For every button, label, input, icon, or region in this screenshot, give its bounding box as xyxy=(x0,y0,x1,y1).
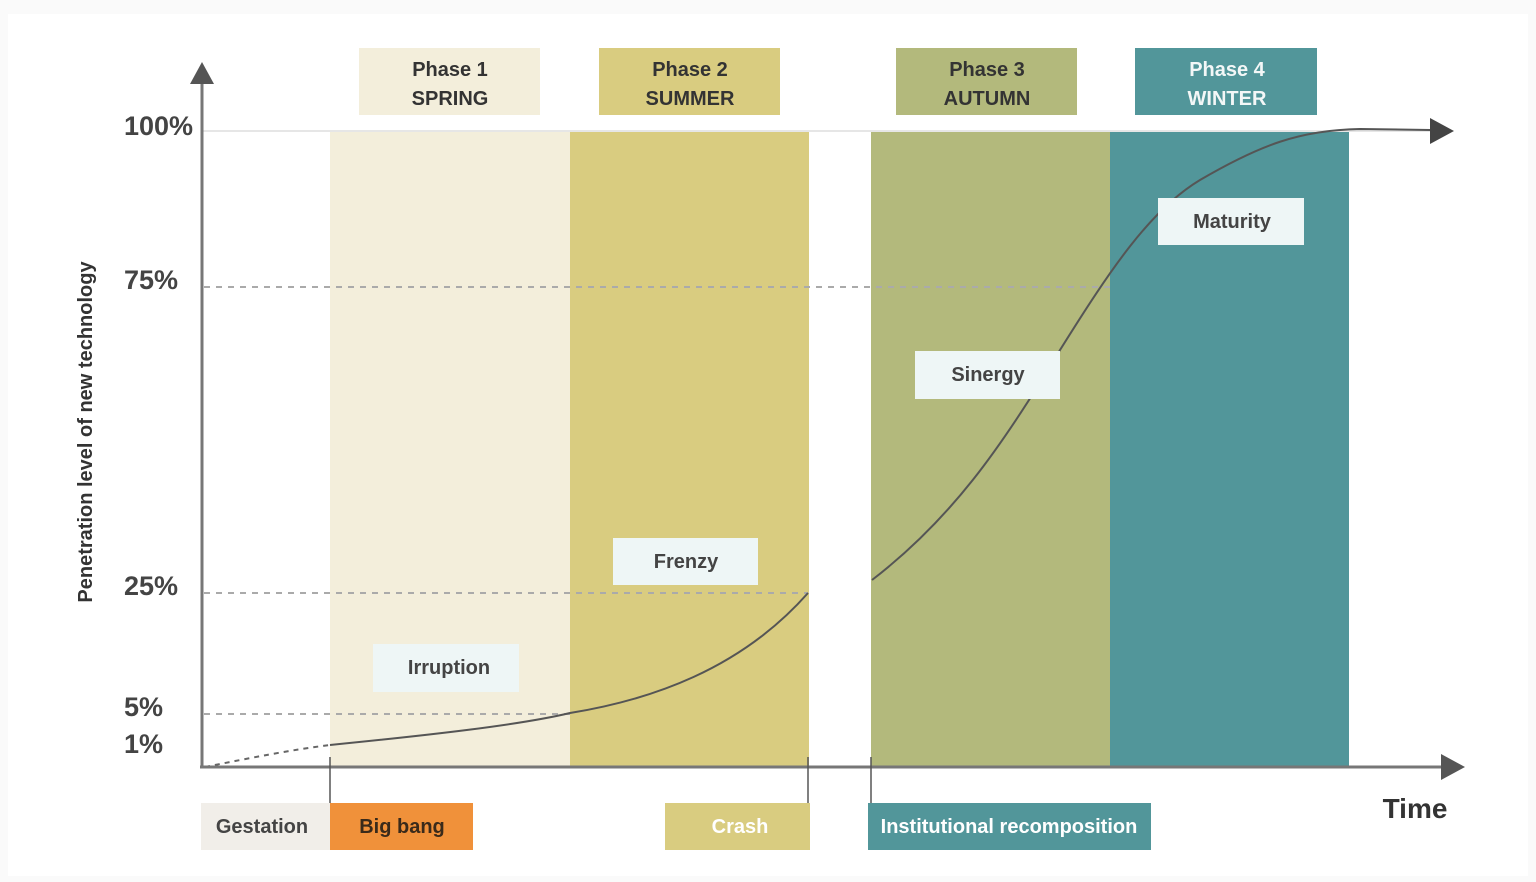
event-gestation-label: Gestation xyxy=(216,816,308,838)
phase-3-band xyxy=(871,131,1110,767)
deployment-curve xyxy=(871,127,1431,581)
phase-4-season: WINTER xyxy=(1188,88,1267,110)
event-crash-label: Crash xyxy=(712,816,769,838)
event-big-bang-label: Big bang xyxy=(359,816,445,838)
stage-maturity-label: Maturity xyxy=(1193,211,1272,233)
tick-75: 75% xyxy=(124,265,178,295)
y-axis-label: Penetration level of new technology xyxy=(75,261,97,603)
dashed-guides xyxy=(204,286,1110,715)
installation-curve xyxy=(329,592,809,746)
stage-irruption-label: Irruption xyxy=(408,657,490,679)
phase-2-name: Phase 2 xyxy=(652,59,728,81)
stage-maturity: Maturity xyxy=(1158,198,1304,245)
stage-sinergy: Sinergy xyxy=(915,351,1060,399)
curve-end-arrow-icon xyxy=(1430,118,1454,144)
stage-irruption: Irruption xyxy=(373,644,519,692)
phase-3-header: Phase 3 AUTUMN xyxy=(896,48,1077,115)
phase-2-header: Phase 2 SUMMER xyxy=(599,48,780,115)
y-axis-arrow-icon xyxy=(190,62,214,84)
stage-frenzy-label: Frenzy xyxy=(654,551,719,573)
event-connectors xyxy=(329,757,872,805)
phase-2-season: SUMMER xyxy=(646,88,735,110)
phase-1-season: SPRING xyxy=(412,88,489,110)
tick-1: 1% xyxy=(124,729,163,759)
phase-3-name: Phase 3 xyxy=(949,59,1025,81)
phase-2-band xyxy=(570,131,809,767)
event-big-bang: Big bang xyxy=(330,803,473,850)
phase-1-name: Phase 1 xyxy=(412,59,488,81)
stage-sinergy-label: Sinergy xyxy=(951,364,1025,386)
x-axis-arrow-icon xyxy=(1441,754,1465,780)
event-gestation: Gestation xyxy=(201,803,330,850)
tick-25: 25% xyxy=(124,571,178,601)
event-crash: Crash xyxy=(665,803,810,850)
x-axis-label: Time xyxy=(1383,793,1448,824)
phase-3-season: AUTUMN xyxy=(944,88,1031,110)
event-institutional-recomposition-label: Institutional recomposition xyxy=(881,816,1138,838)
phase-1-header: Phase 1 SPRING xyxy=(359,48,540,115)
tick-100: 100% xyxy=(124,111,193,141)
phase-4-name: Phase 4 xyxy=(1189,59,1265,81)
event-institutional-recomposition: Institutional recomposition xyxy=(868,803,1151,850)
tick-5: 5% xyxy=(124,692,163,722)
phase-4-header: Phase 4 WINTER xyxy=(1135,48,1317,115)
gestation-curve xyxy=(204,744,331,768)
stage-frenzy: Frenzy xyxy=(613,538,758,585)
